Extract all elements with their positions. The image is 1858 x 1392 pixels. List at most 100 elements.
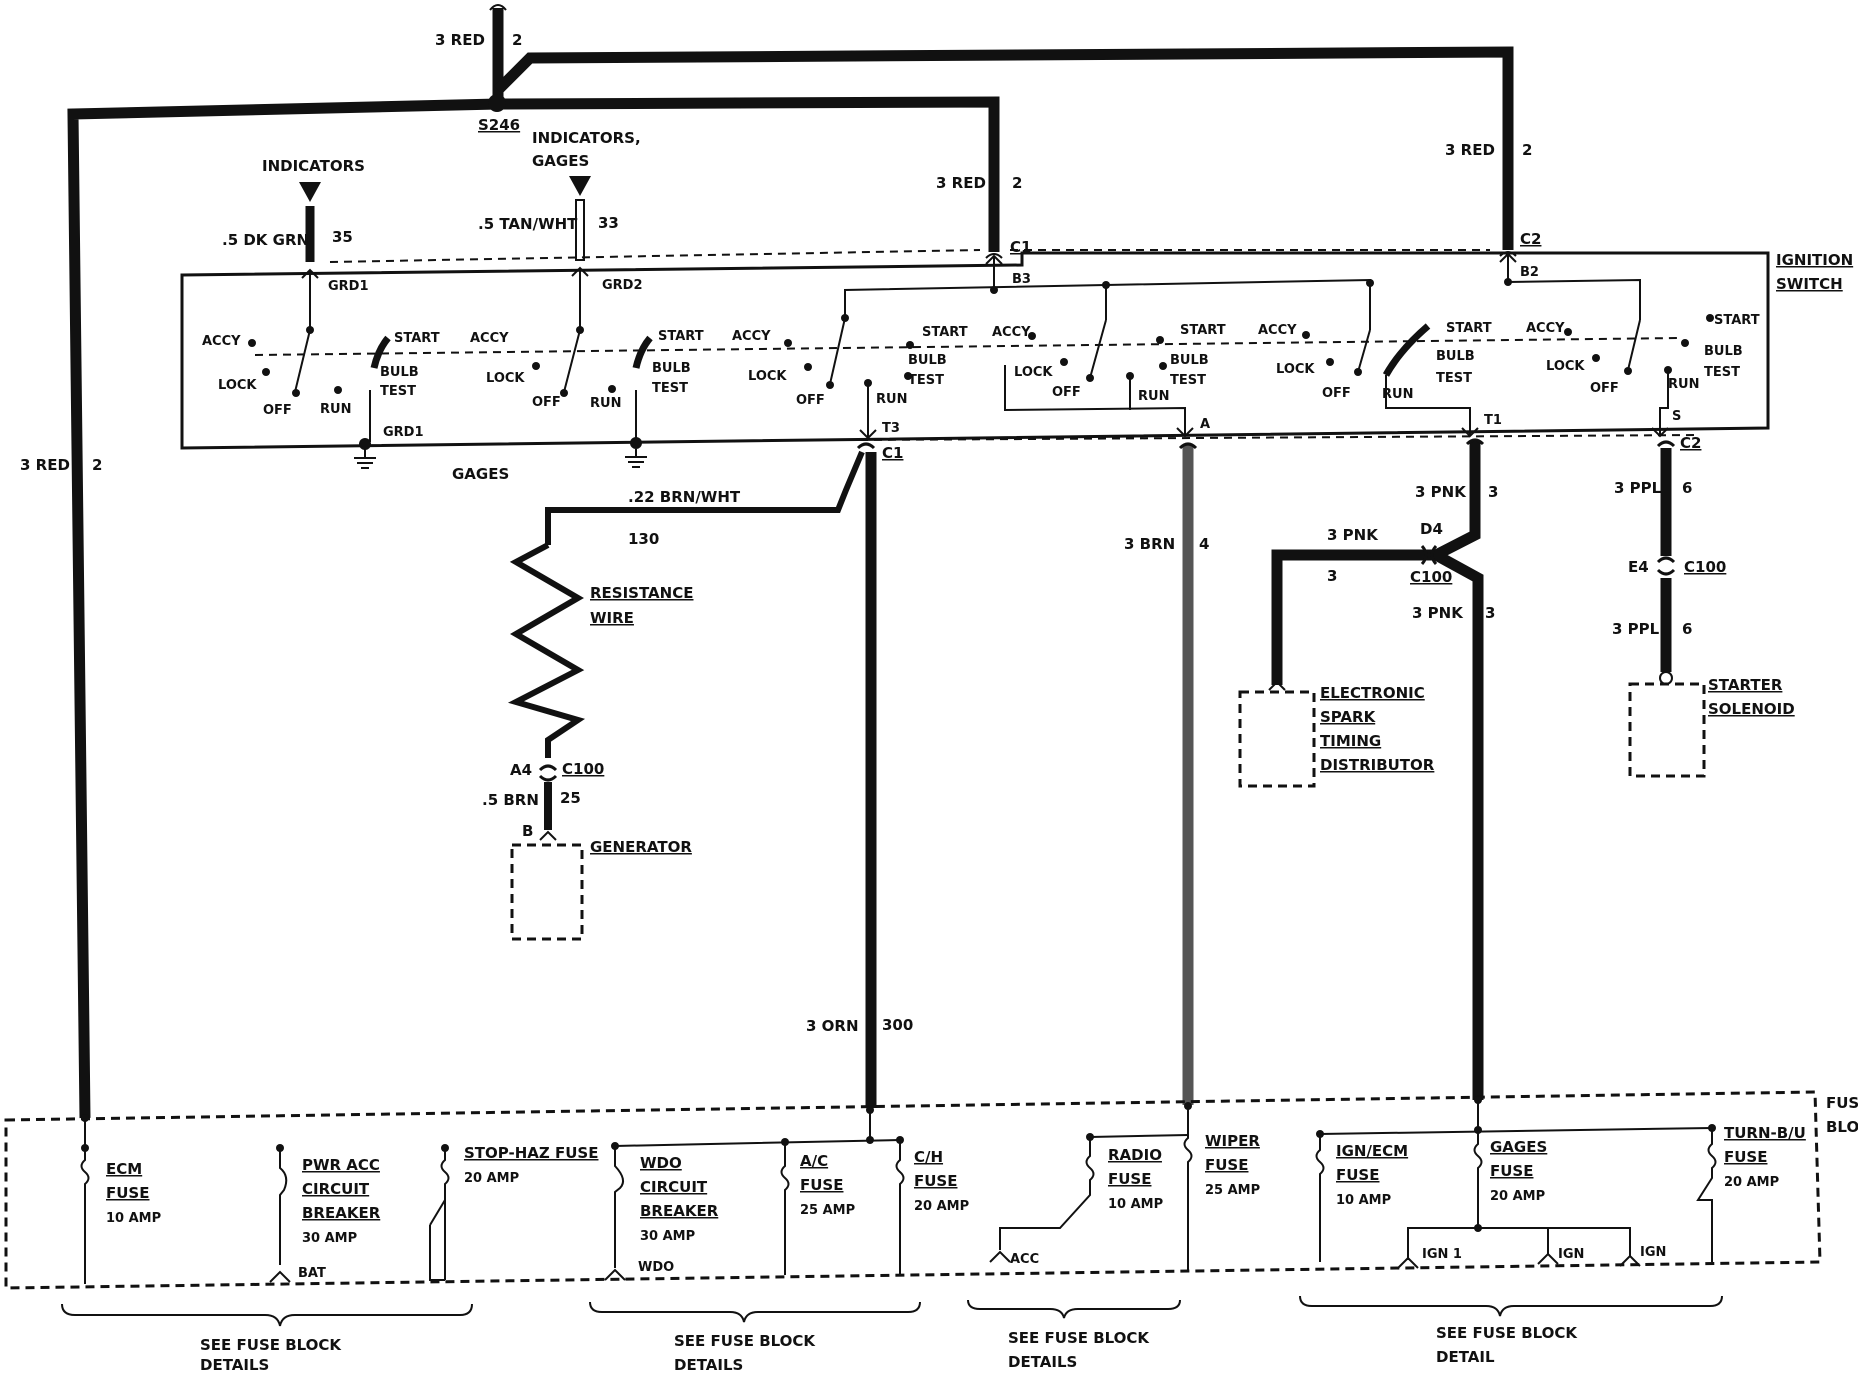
est-label-1: ELECTRONIC [1320,684,1425,702]
details-4-line-1: SEE FUSE BLOCK [1436,1324,1578,1342]
orn-label: 3 ORN [806,1017,859,1035]
grd1-terminal [301,268,319,330]
dkgrn-label: .5 DK GRN [222,231,309,249]
indicators-gages-arrow [569,176,591,196]
est-terminal [1268,680,1286,691]
s3-start: START [922,325,968,340]
ign-ecm-label-1: IGN/ECM [1336,1142,1408,1160]
s-terminal [1651,427,1669,438]
ac-label-1: A/C [800,1152,828,1170]
grd2-terminal [571,266,589,330]
top-break-symbol [489,4,507,11]
splice-label: S246 [478,116,520,134]
pnk-b-num: 3 [1327,567,1337,585]
c1-top-conn [985,253,1003,259]
ch-fuse [614,1106,905,1275]
s2-test: TEST [652,381,688,396]
ground-symbols [354,437,647,469]
grd1-bot-label: GRD1 [383,425,424,440]
s2-bulb: BULB [652,361,691,376]
ecm-fuse-amp: 10 AMP [106,1211,161,1226]
red-wire-to-c2 [494,46,1514,250]
s6-bulb: BULB [1704,344,1743,359]
ign-ecm-amp: 10 AMP [1336,1193,1391,1208]
pwr-label-3: BREAKER [302,1204,381,1222]
wiper-label-2: FUSE [1205,1156,1248,1174]
stop-haz-amp: 20 AMP [464,1171,519,1186]
indicators-gages-label-1: INDICATORS, [532,129,641,147]
orn-num: 300 [882,1016,913,1034]
ign-bus-label-a: IGN [1558,1247,1584,1262]
pwr-label-2: CIRCUIT [302,1180,370,1198]
s1-start: START [394,331,440,346]
a-terminal [1176,427,1194,438]
left-red-num: 2 [92,456,102,474]
s3-accy: ACCY [732,329,771,344]
details-1-line-2: DETAILS [200,1356,269,1374]
c100-c-conn [1656,556,1676,576]
wdo-bus-label: WDO [638,1260,674,1275]
t1-terminal [1461,427,1479,438]
c1-t1-conn [1465,438,1485,446]
ac-amp: 25 AMP [800,1203,855,1218]
ign-ecm-fuse [1315,1130,1325,1262]
c1-red-label: 3 RED [936,174,986,192]
c100-b-conn [1420,545,1438,565]
switch-section-5 [1302,323,1471,428]
b-label: B [522,822,533,840]
s6-test: TEST [1704,365,1740,380]
s5-lock: LOCK [1276,362,1315,377]
bus-labels: BAT WDO ACC IGN 1 IGN IGN [298,1245,1666,1281]
connector-labels: C1 B3 C2 B2 GRD1 GRD2 GRD1 T3 C1 A T1 S … [328,230,1726,840]
grd2-top-label: GRD2 [602,278,643,293]
generator-label: GENERATOR [590,838,692,856]
ign-bus-label-b: IGN [1640,1245,1666,1260]
wdo-amp: 30 AMP [640,1229,695,1244]
stop-haz-fuse [429,1144,450,1281]
b2-terminal [1499,252,1517,282]
fuse-block-label-2: BLO [1826,1118,1858,1136]
brnwht-wire [545,450,865,545]
ppl-b-label: 3 PPL [1612,620,1660,638]
details-2-line-2: DETAILS [674,1356,743,1374]
turn-bu-fuse [1696,1124,1717,1262]
wiper-amp: 25 AMP [1205,1183,1260,1198]
s6-accy: ACCY [1526,321,1565,336]
ecm-fuse-label-2: FUSE [106,1184,149,1202]
turn-label-1: TURN-B/U [1724,1124,1806,1142]
t3-terminal [859,429,877,440]
s4-off: OFF [1052,385,1081,400]
brace-1 [61,1303,473,1327]
resistance-wire-zigzag [507,542,586,758]
gages-fuse-label-2: FUSE [1490,1162,1533,1180]
s3-bulb: BULB [908,353,947,368]
ign1-bus-label: IGN 1 [1422,1247,1462,1262]
fuse-block [4,1090,1822,1290]
turn-amp: 20 AMP [1724,1175,1779,1190]
s1-off: OFF [263,403,292,418]
t3-label: T3 [882,421,900,436]
ignition-switch-label-1: IGNITION [1776,251,1853,269]
c2-red-num: 2 [1522,141,1532,159]
pnk-b-label: 3 PNK [1327,526,1379,544]
bat-label: BAT [298,1266,326,1281]
a4-label: A4 [510,761,532,779]
radio-label-1: RADIO [1108,1146,1162,1164]
starter-label-2: SOLENOID [1708,700,1795,718]
ppl-b-num: 6 [1682,620,1692,638]
red-feed-wires [67,4,1514,1119]
resistance-label-1: RESISTANCE [590,584,693,602]
details-3-line-2: DETAILS [1008,1353,1077,1371]
s1-run: RUN [320,402,351,417]
indicator-feeds [299,176,591,262]
tanwht-wire [575,199,585,261]
s2-off: OFF [532,395,561,410]
fuse-block-label-1: FUS [1826,1094,1858,1112]
c1-red-num: 2 [1012,174,1022,192]
s2-start: START [658,329,704,344]
brn5-label: .5 BRN [482,791,539,809]
ppl-a-label: 3 PPL [1614,479,1662,497]
gages-fuse-amp: 20 AMP [1490,1189,1545,1204]
s2-run: RUN [590,396,621,411]
generator-box [510,843,584,941]
